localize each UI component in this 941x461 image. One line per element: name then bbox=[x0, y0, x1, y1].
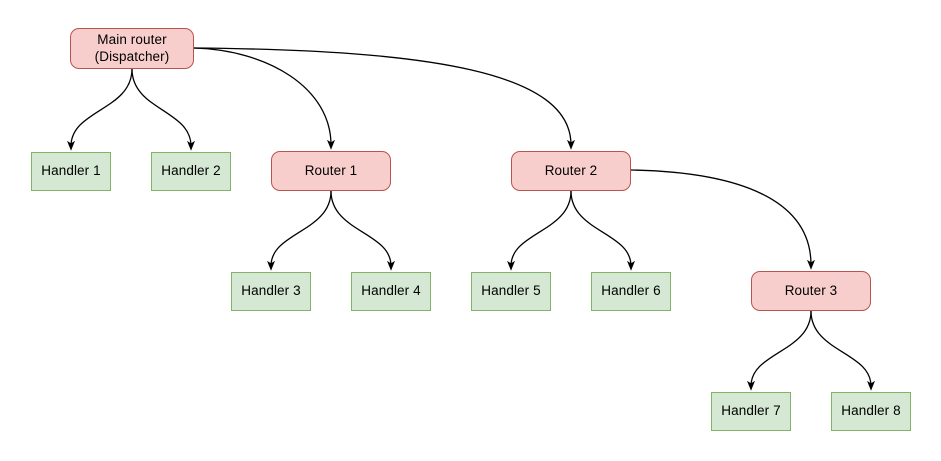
node-handler-6[interactable]: Handler 6 bbox=[591, 272, 671, 311]
node-handler-2[interactable]: Handler 2 bbox=[151, 152, 231, 191]
node-label-handler-1: Handler 1 bbox=[41, 163, 101, 179]
node-handler-4[interactable]: Handler 4 bbox=[351, 272, 431, 311]
node-handler-3[interactable]: Handler 3 bbox=[231, 272, 311, 311]
node-label-handler-7: Handler 7 bbox=[721, 403, 781, 419]
node-handler-5[interactable]: Handler 5 bbox=[471, 272, 551, 311]
node-router-1[interactable]: Router 1 bbox=[271, 151, 391, 191]
node-label-router-2: Router 2 bbox=[544, 162, 598, 178]
node-handler-7[interactable]: Handler 7 bbox=[711, 392, 791, 431]
edge-router-3-to-handler-8 bbox=[810, 310, 875, 391]
edge-router-2-to-router-3 bbox=[630, 169, 815, 270]
node-router-3[interactable]: Router 3 bbox=[751, 271, 871, 311]
node-label-handler-5: Handler 5 bbox=[481, 283, 541, 299]
edge-main-to-handler-1 bbox=[67, 68, 133, 151]
node-label-handler-8: Handler 8 bbox=[841, 403, 901, 419]
node-router-2[interactable]: Router 2 bbox=[511, 151, 631, 191]
node-label-handler-3: Handler 3 bbox=[241, 283, 301, 299]
edge-router-3-to-handler-7 bbox=[747, 310, 812, 391]
edge-main-to-handler-2 bbox=[131, 68, 195, 151]
node-handler-1[interactable]: Handler 1 bbox=[31, 152, 111, 191]
node-label-handler-6: Handler 6 bbox=[601, 283, 661, 299]
node-label-main-router: Main router (Dispatcher) bbox=[94, 31, 170, 64]
edge-main-to-router-1 bbox=[193, 47, 335, 150]
node-label-handler-4: Handler 4 bbox=[361, 283, 421, 299]
node-label-router-1: Router 1 bbox=[304, 162, 358, 178]
edge-router-1-to-handler-3 bbox=[267, 190, 332, 271]
node-label-router-3: Router 3 bbox=[784, 282, 838, 298]
edge-group bbox=[67, 47, 875, 391]
edge-router-2-to-handler-5 bbox=[507, 190, 572, 271]
node-main-router[interactable]: Main router (Dispatcher) bbox=[70, 28, 194, 69]
edge-router-2-to-handler-6 bbox=[570, 190, 635, 271]
node-handler-8[interactable]: Handler 8 bbox=[831, 392, 911, 431]
edge-router-1-to-handler-4 bbox=[330, 190, 395, 271]
edge-main-to-router-2 bbox=[193, 47, 575, 150]
node-label-handler-2: Handler 2 bbox=[161, 163, 221, 179]
